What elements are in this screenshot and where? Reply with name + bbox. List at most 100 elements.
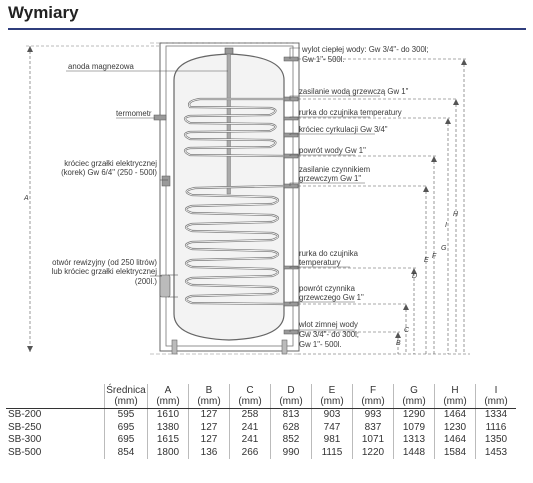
label-wlot-1: wlot zimnej wody <box>298 320 358 329</box>
table-cell: 258 <box>229 408 271 422</box>
dimension-letter-g: G <box>441 245 447 252</box>
model-name: SB-300 <box>8 434 42 446</box>
right-labels: wylot ciepłej wody: Gw 3/4"- do 300l; Gw… <box>298 45 429 349</box>
label-cyrkulacja: króciec cyrkulacji Gw 3/4" <box>299 125 388 134</box>
table-cell: 1464 <box>434 434 476 447</box>
label-rurka-temperatury: rurka do czujnika temperatury <box>299 108 402 117</box>
label-wylot-1: wylot ciepłej wody: Gw 3/4"- do 300l; <box>301 45 429 54</box>
dimension-a: A <box>23 45 160 352</box>
label-zasilanie-grzewcza: zasilanie wodą grzewczą Gw 1" <box>299 87 409 96</box>
dimension-letter-i: I <box>445 222 447 229</box>
table-cell: 981 <box>311 434 353 447</box>
table-cell: 241 <box>229 434 271 447</box>
right-connections <box>283 56 299 335</box>
table-cell: 813 <box>270 408 312 422</box>
table-cell: 1220 <box>352 446 394 459</box>
table-corner <box>6 384 105 409</box>
label-wlot-2: Gw 3/4"- do 300l; <box>299 330 359 339</box>
table-header-g: G(mm) <box>393 384 435 409</box>
dimension-letter-h: H <box>453 211 459 218</box>
table-cell: 266 <box>229 446 271 459</box>
table-header-i: I(mm) <box>475 384 516 409</box>
table-cell: 695 <box>104 421 148 434</box>
table-header-h: H(mm) <box>434 384 476 409</box>
model-name: SB-250 <box>8 421 42 433</box>
table-cell: 1453 <box>475 446 516 459</box>
table-cell: 136 <box>188 446 230 459</box>
table-cell: 852 <box>270 434 312 447</box>
label-powrot-wody: powrót wody Gw 1" <box>299 146 366 155</box>
label-rurka2-1: rurka do czujnika <box>299 249 359 258</box>
table-cell: 1071 <box>352 434 394 447</box>
label-otwor-1: otwór rewizyjny (od 250 litrów) <box>52 258 157 267</box>
table-row: SB-300 695 1615 127 241 852 981 1071 131… <box>6 434 516 447</box>
table-header-diameter: Średnica(mm) <box>104 384 148 409</box>
table-cell: 1115 <box>311 446 353 459</box>
lower-coil <box>184 184 285 306</box>
table-row: SB-500 854 1800 136 266 990 1115 1220 14… <box>6 446 516 459</box>
dimension-letter-c: C <box>404 327 410 334</box>
label-otwor-2: lub króciec grzałki elektrycznej <box>52 267 158 276</box>
table-cell: 1334 <box>475 408 516 422</box>
title-underline <box>8 28 526 30</box>
label-wylot-2: Gw 1"- 500l. <box>302 55 345 64</box>
table-header-f: F(mm) <box>352 384 394 409</box>
table-header-c: C(mm) <box>229 384 271 409</box>
label-powrot-czynnik-2: grzewczego Gw 1" <box>299 293 364 302</box>
label-otwor-3: (200l.) <box>135 277 158 286</box>
label-wlot-3: Gw 1"- 500l. <box>299 340 342 349</box>
label-rurka2-2: temperatury <box>299 258 341 267</box>
table-cell: 1350 <box>475 434 516 447</box>
dimension-letter-e: E <box>424 257 429 264</box>
dimension-letters-right: B C D E F G H I <box>396 211 459 347</box>
table-cell: 695 <box>104 434 148 447</box>
table-cell: 837 <box>352 421 394 434</box>
dimension-letter-b: B <box>396 340 401 347</box>
table-cell: 1584 <box>434 446 476 459</box>
upper-coil <box>183 97 285 158</box>
tank-diagram: A B C D E F G H I <box>23 42 470 355</box>
table-cell: 1800 <box>147 446 189 459</box>
table-cell: 1079 <box>393 421 435 434</box>
label-powrot-czynnik-1: powrót czynnika <box>299 284 356 293</box>
label-anoda: anoda magnezowa <box>68 62 135 71</box>
table-cell: 1116 <box>475 421 516 434</box>
table-header-a: A(mm) <box>147 384 189 409</box>
table-cell: 595 <box>104 408 148 422</box>
label-termometr: termometr <box>116 109 152 118</box>
table-row: SB-200 595 1610 127 258 813 903 993 1290… <box>6 408 516 422</box>
table-header-e: E(mm) <box>311 384 353 409</box>
left-labels: anoda magnezowa termometr króciec grzałk… <box>52 62 158 286</box>
table-cell: 1230 <box>434 421 476 434</box>
label-krociec-1: króciec grzałki elektrycznej <box>64 159 157 168</box>
left-fittings <box>153 114 178 298</box>
table-cell: 1380 <box>147 421 189 434</box>
table-row: SB-250 695 1380 127 241 628 747 837 1079… <box>6 421 516 434</box>
dimension-letter-a: A <box>23 195 29 202</box>
table-cell: 628 <box>270 421 312 434</box>
table-cell: 854 <box>104 446 148 459</box>
table-cell: 127 <box>188 421 230 434</box>
table-cell: 1615 <box>147 434 189 447</box>
model-name: SB-200 <box>8 409 42 421</box>
table-cell: 1448 <box>393 446 435 459</box>
table-cell: 903 <box>311 408 353 422</box>
table-header-b: B(mm) <box>188 384 230 409</box>
table-cell: 1610 <box>147 408 189 422</box>
dimension-letter-f: F <box>432 253 437 260</box>
table-cell: 990 <box>270 446 312 459</box>
dimension-arrowheads <box>395 59 467 338</box>
table-header-row: Średnica(mm) A(mm) B(mm) C(mm) D(mm) E(m… <box>6 384 516 409</box>
table-cell: 1313 <box>393 434 435 447</box>
dimension-letter-d: D <box>412 273 417 280</box>
dimensions-table: Średnica(mm) A(mm) B(mm) C(mm) D(mm) E(m… <box>6 384 516 459</box>
table-cell: 1464 <box>434 408 476 422</box>
model-name: SB-500 <box>8 446 42 458</box>
label-zasilanie-czynnik-1: zasilanie czynnikiem <box>299 165 370 174</box>
table-cell: 1290 <box>393 408 435 422</box>
leader-lines <box>66 47 380 332</box>
page-title: Wymiary <box>8 3 79 22</box>
table-cell: 993 <box>352 408 394 422</box>
table-cell: 127 <box>188 434 230 447</box>
